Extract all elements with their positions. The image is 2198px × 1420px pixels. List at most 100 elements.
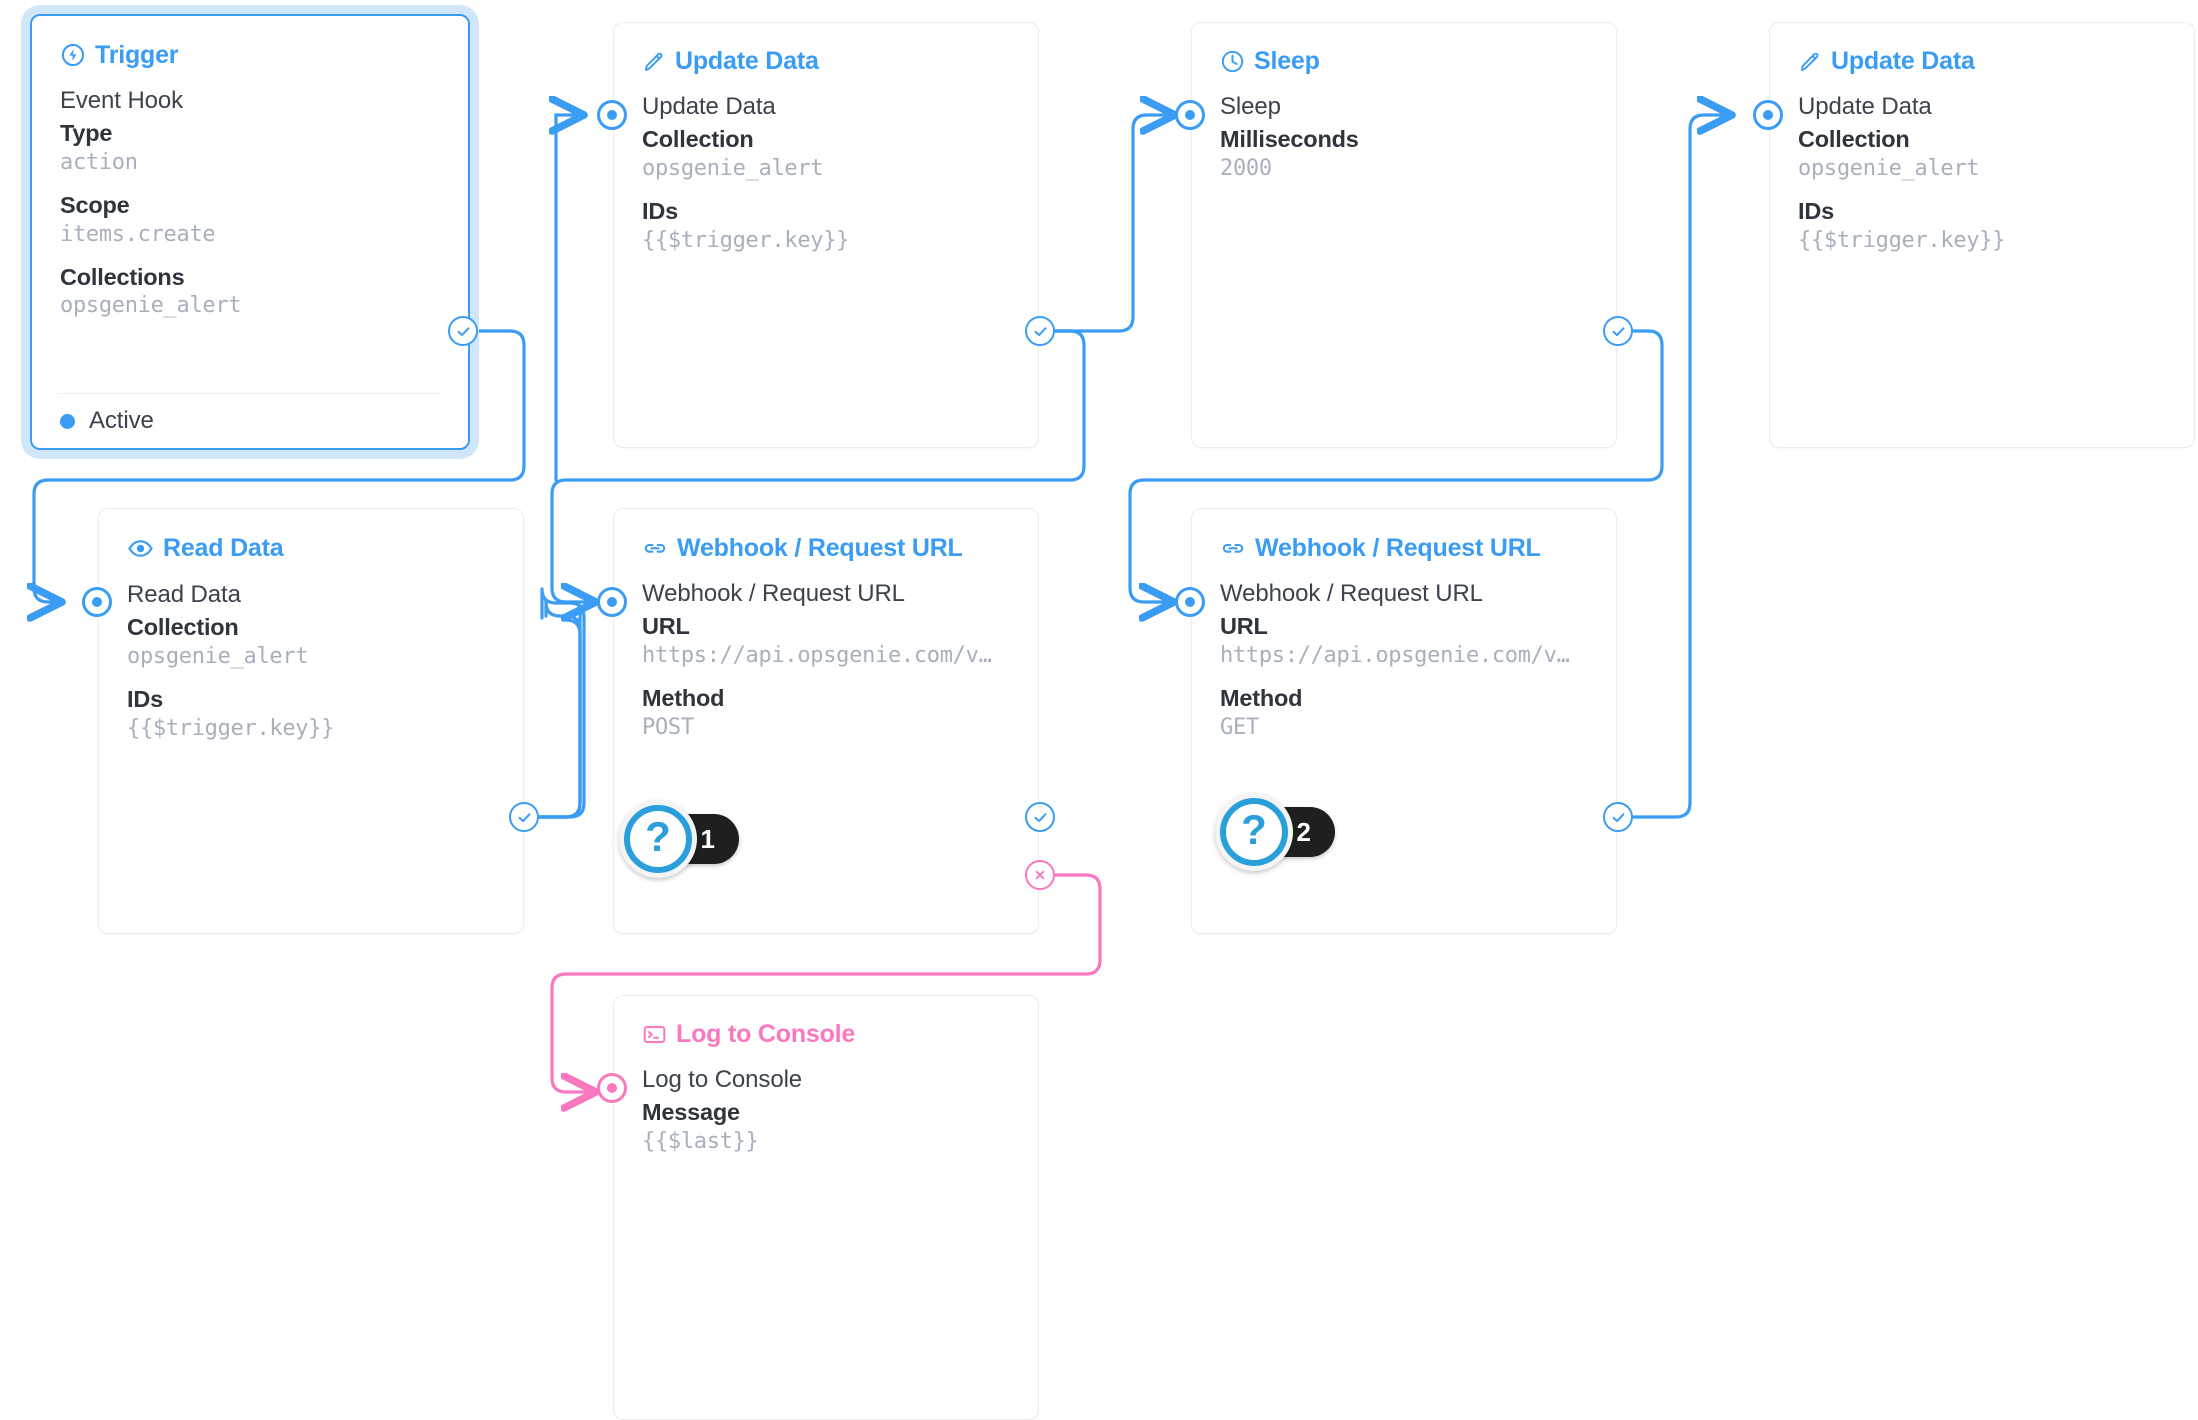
clock-icon [1220,49,1245,74]
field-label: Type [60,120,113,147]
field-value: https://api.opsgenie.com/v… [1220,642,1570,668]
field-value: opsgenie_alert [1798,155,1980,181]
question-mark-icon[interactable]: ? [1215,793,1293,871]
node-read-data[interactable]: Read Data Read Data Collection opsgenie_… [98,508,524,934]
link-icon [1220,535,1246,561]
node-title: Webhook / Request URL [1255,533,1541,562]
node-subtitle: Webhook / Request URL [1220,580,1483,607]
node-title: Log to Console [676,1020,856,1048]
node-title: Trigger [95,40,179,69]
field-label: Scope [60,192,130,219]
node-update-data-1[interactable]: Update Data Update Data Collection opsge… [613,22,1039,448]
field-value: {{$trigger.key}} [127,715,335,741]
node-body: Event Hook Type action Scope items.creat… [32,68,468,321]
node-header: Webhook / Request URL [1192,509,1616,561]
node-title: Webhook / Request URL [677,533,963,562]
input-port-read-data[interactable] [82,587,112,617]
status-dot-icon [60,413,75,429]
field-value: opsgenie_alert [642,155,824,181]
field-value: items.create [60,221,216,247]
field-label: Method [642,685,725,712]
resolve-port-update-data-1[interactable] [1025,316,1055,346]
field-label: Message [642,1099,740,1126]
node-sleep[interactable]: Sleep Sleep Milliseconds 2000 [1191,22,1617,448]
field-label: URL [1220,613,1268,640]
input-port-sleep[interactable] [1175,100,1205,130]
badge-glyph: ? [1226,804,1282,860]
field-label: Milliseconds [1220,126,1359,153]
node-header: Update Data [614,23,1038,74]
field-label: URL [642,613,690,640]
node-header: Trigger [32,16,468,68]
link-icon [642,535,668,561]
node-header: Update Data [1770,23,2194,74]
question-mark-icon[interactable]: ? [619,800,697,878]
node-subtitle: Update Data [642,93,776,120]
node-body: Read Data Collection opsgenie_alert IDs … [99,562,523,743]
node-log-to-console[interactable]: Log to Console Log to Console Message {{… [613,995,1039,1420]
node-header: Log to Console [614,996,1038,1047]
node-body: Webhook / Request URL URL https://api.op… [1192,561,1616,742]
node-subtitle: Event Hook [60,87,184,114]
field-value: 2000 [1220,155,1272,181]
field-value: opsgenie_alert [60,293,242,319]
input-port-log-to-console[interactable] [597,1073,627,1103]
terminal-icon [642,1022,667,1047]
resolve-port-webhook-get[interactable] [1603,802,1633,832]
node-title: Update Data [675,47,819,75]
field-label: Method [1220,685,1303,712]
bolt-circle-icon [60,42,86,68]
node-update-data-2[interactable]: Update Data Update Data Collection opsge… [1769,22,2195,448]
node-body: Update Data Collection opsgenie_alert ID… [614,74,1038,255]
input-port-webhook-post[interactable] [597,587,627,617]
field-label: IDs [642,198,678,225]
badge-count: 2 [1296,816,1311,847]
node-trigger[interactable]: Trigger Event Hook Type action Scope ite… [30,14,470,450]
field-value: https://api.opsgenie.com/v… [642,642,992,668]
resolve-port-trigger[interactable] [448,316,478,346]
pencil-icon [1798,50,1822,74]
node-subtitle: Read Data [127,581,241,608]
field-value: POST [642,714,694,740]
node-title: Sleep [1254,47,1320,75]
field-label: Collections [60,263,185,290]
field-value: opsgenie_alert [127,643,309,669]
input-port-update-data-1[interactable] [597,100,627,130]
resolve-port-webhook-post[interactable] [1025,802,1055,832]
eye-icon [127,535,154,562]
divider [58,393,442,394]
field-label: IDs [1798,198,1834,225]
node-body: Log to Console Message {{$last}} [614,1047,1038,1156]
field-value: GET [1220,714,1259,740]
field-label: IDs [127,686,163,713]
node-body: Update Data Collection opsgenie_alert ID… [1770,74,2194,255]
resolve-port-sleep[interactable] [1603,316,1633,346]
node-subtitle: Log to Console [642,1066,803,1093]
field-value: {{$trigger.key}} [642,227,850,253]
node-header: Webhook / Request URL [614,509,1038,561]
status-label: Active [89,407,154,434]
node-header: Sleep [1192,23,1616,74]
field-label: Collection [642,126,754,153]
reject-port-webhook-post[interactable] [1025,860,1055,890]
node-subtitle: Webhook / Request URL [642,580,905,607]
node-title: Read Data [163,534,284,562]
node-title: Update Data [1831,47,1975,75]
input-port-update-data-2[interactable] [1753,100,1783,130]
badge-1[interactable]: 1 ? [619,800,739,878]
pencil-icon [642,50,666,74]
field-label: Collection [1798,126,1910,153]
input-port-webhook-get[interactable] [1175,587,1205,617]
node-subtitle: Sleep [1220,93,1281,120]
status-badge: Active [32,394,182,448]
badge-glyph: ? [630,811,686,867]
resolve-port-read-data[interactable] [509,802,539,832]
node-subtitle: Update Data [1798,93,1932,120]
field-value: {{$last}} [642,1128,759,1154]
node-body: Sleep Milliseconds 2000 [1192,74,1616,183]
field-label: Collection [127,614,239,641]
badge-2[interactable]: 2 ? [1215,793,1335,871]
badge-count: 1 [700,823,715,854]
field-value: {{$trigger.key}} [1798,227,2006,253]
